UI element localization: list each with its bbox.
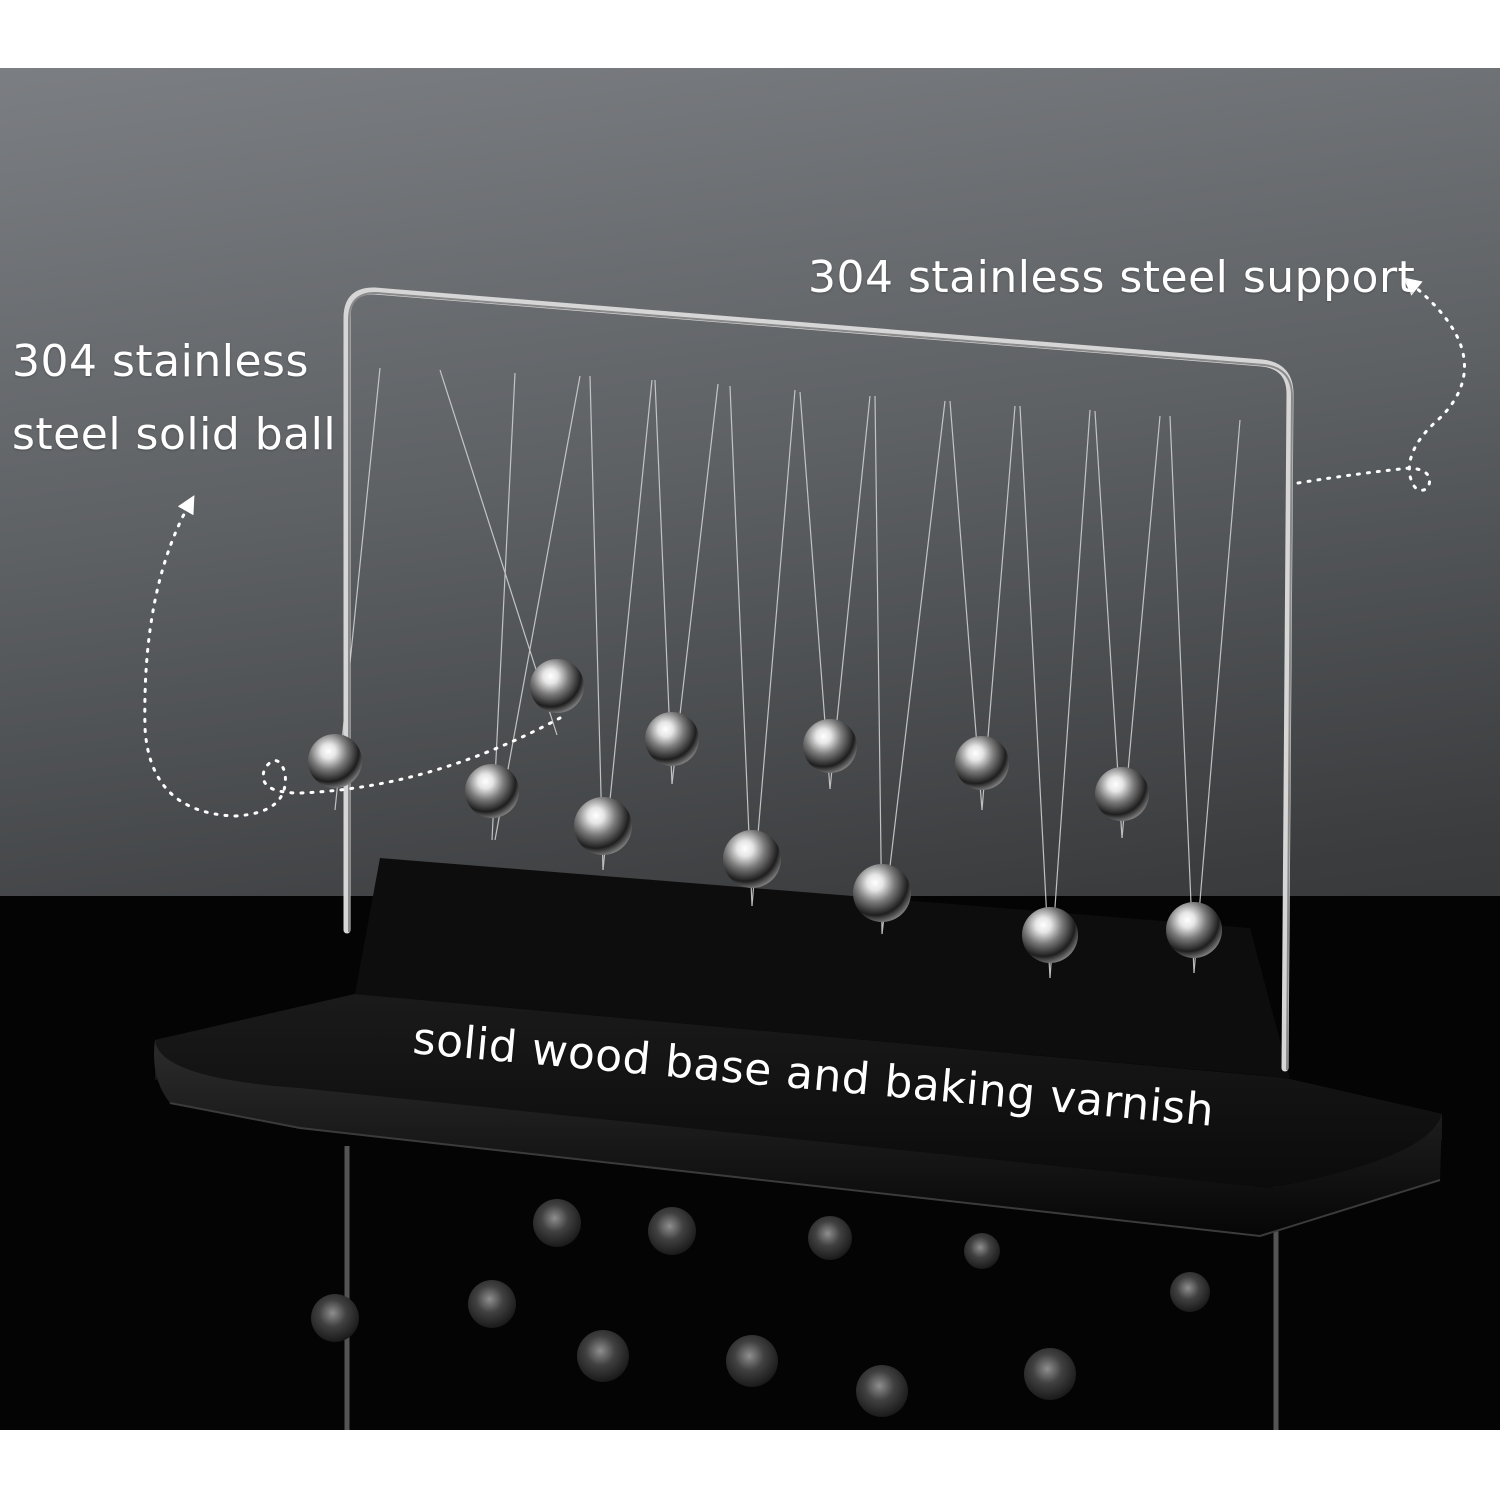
steel-ball [574, 797, 632, 855]
steel-ball [530, 659, 584, 713]
steel-ball [645, 712, 699, 766]
steel-ball [1095, 767, 1149, 821]
steel-ball [308, 734, 362, 788]
reflection [311, 1146, 1279, 1430]
support-material-label: 304 stainless steel support [808, 252, 1416, 303]
ball-material-label: 304 stainless steel solid ball [12, 326, 336, 471]
support-annotation-arrow [1296, 277, 1466, 492]
steel-ball [853, 864, 911, 922]
steel-ball [1022, 907, 1078, 963]
steel-ball [465, 764, 519, 818]
steel-ball [803, 719, 857, 773]
newtons-cradle-scene [0, 68, 1500, 1430]
ball-annotation-arrow [143, 495, 562, 818]
product-photo: 304 stainless steel solid ball 304 stain… [0, 68, 1500, 1430]
ball-label-line-1: 304 stainless [12, 336, 309, 387]
ball-label-line-2: steel solid ball [12, 408, 337, 460]
steel-support-frame [343, 287, 1294, 1072]
strings [334, 367, 1241, 979]
steel-balls [308, 659, 1222, 963]
steel-ball [955, 736, 1009, 790]
steel-ball [1166, 902, 1222, 958]
steel-ball [723, 830, 781, 888]
